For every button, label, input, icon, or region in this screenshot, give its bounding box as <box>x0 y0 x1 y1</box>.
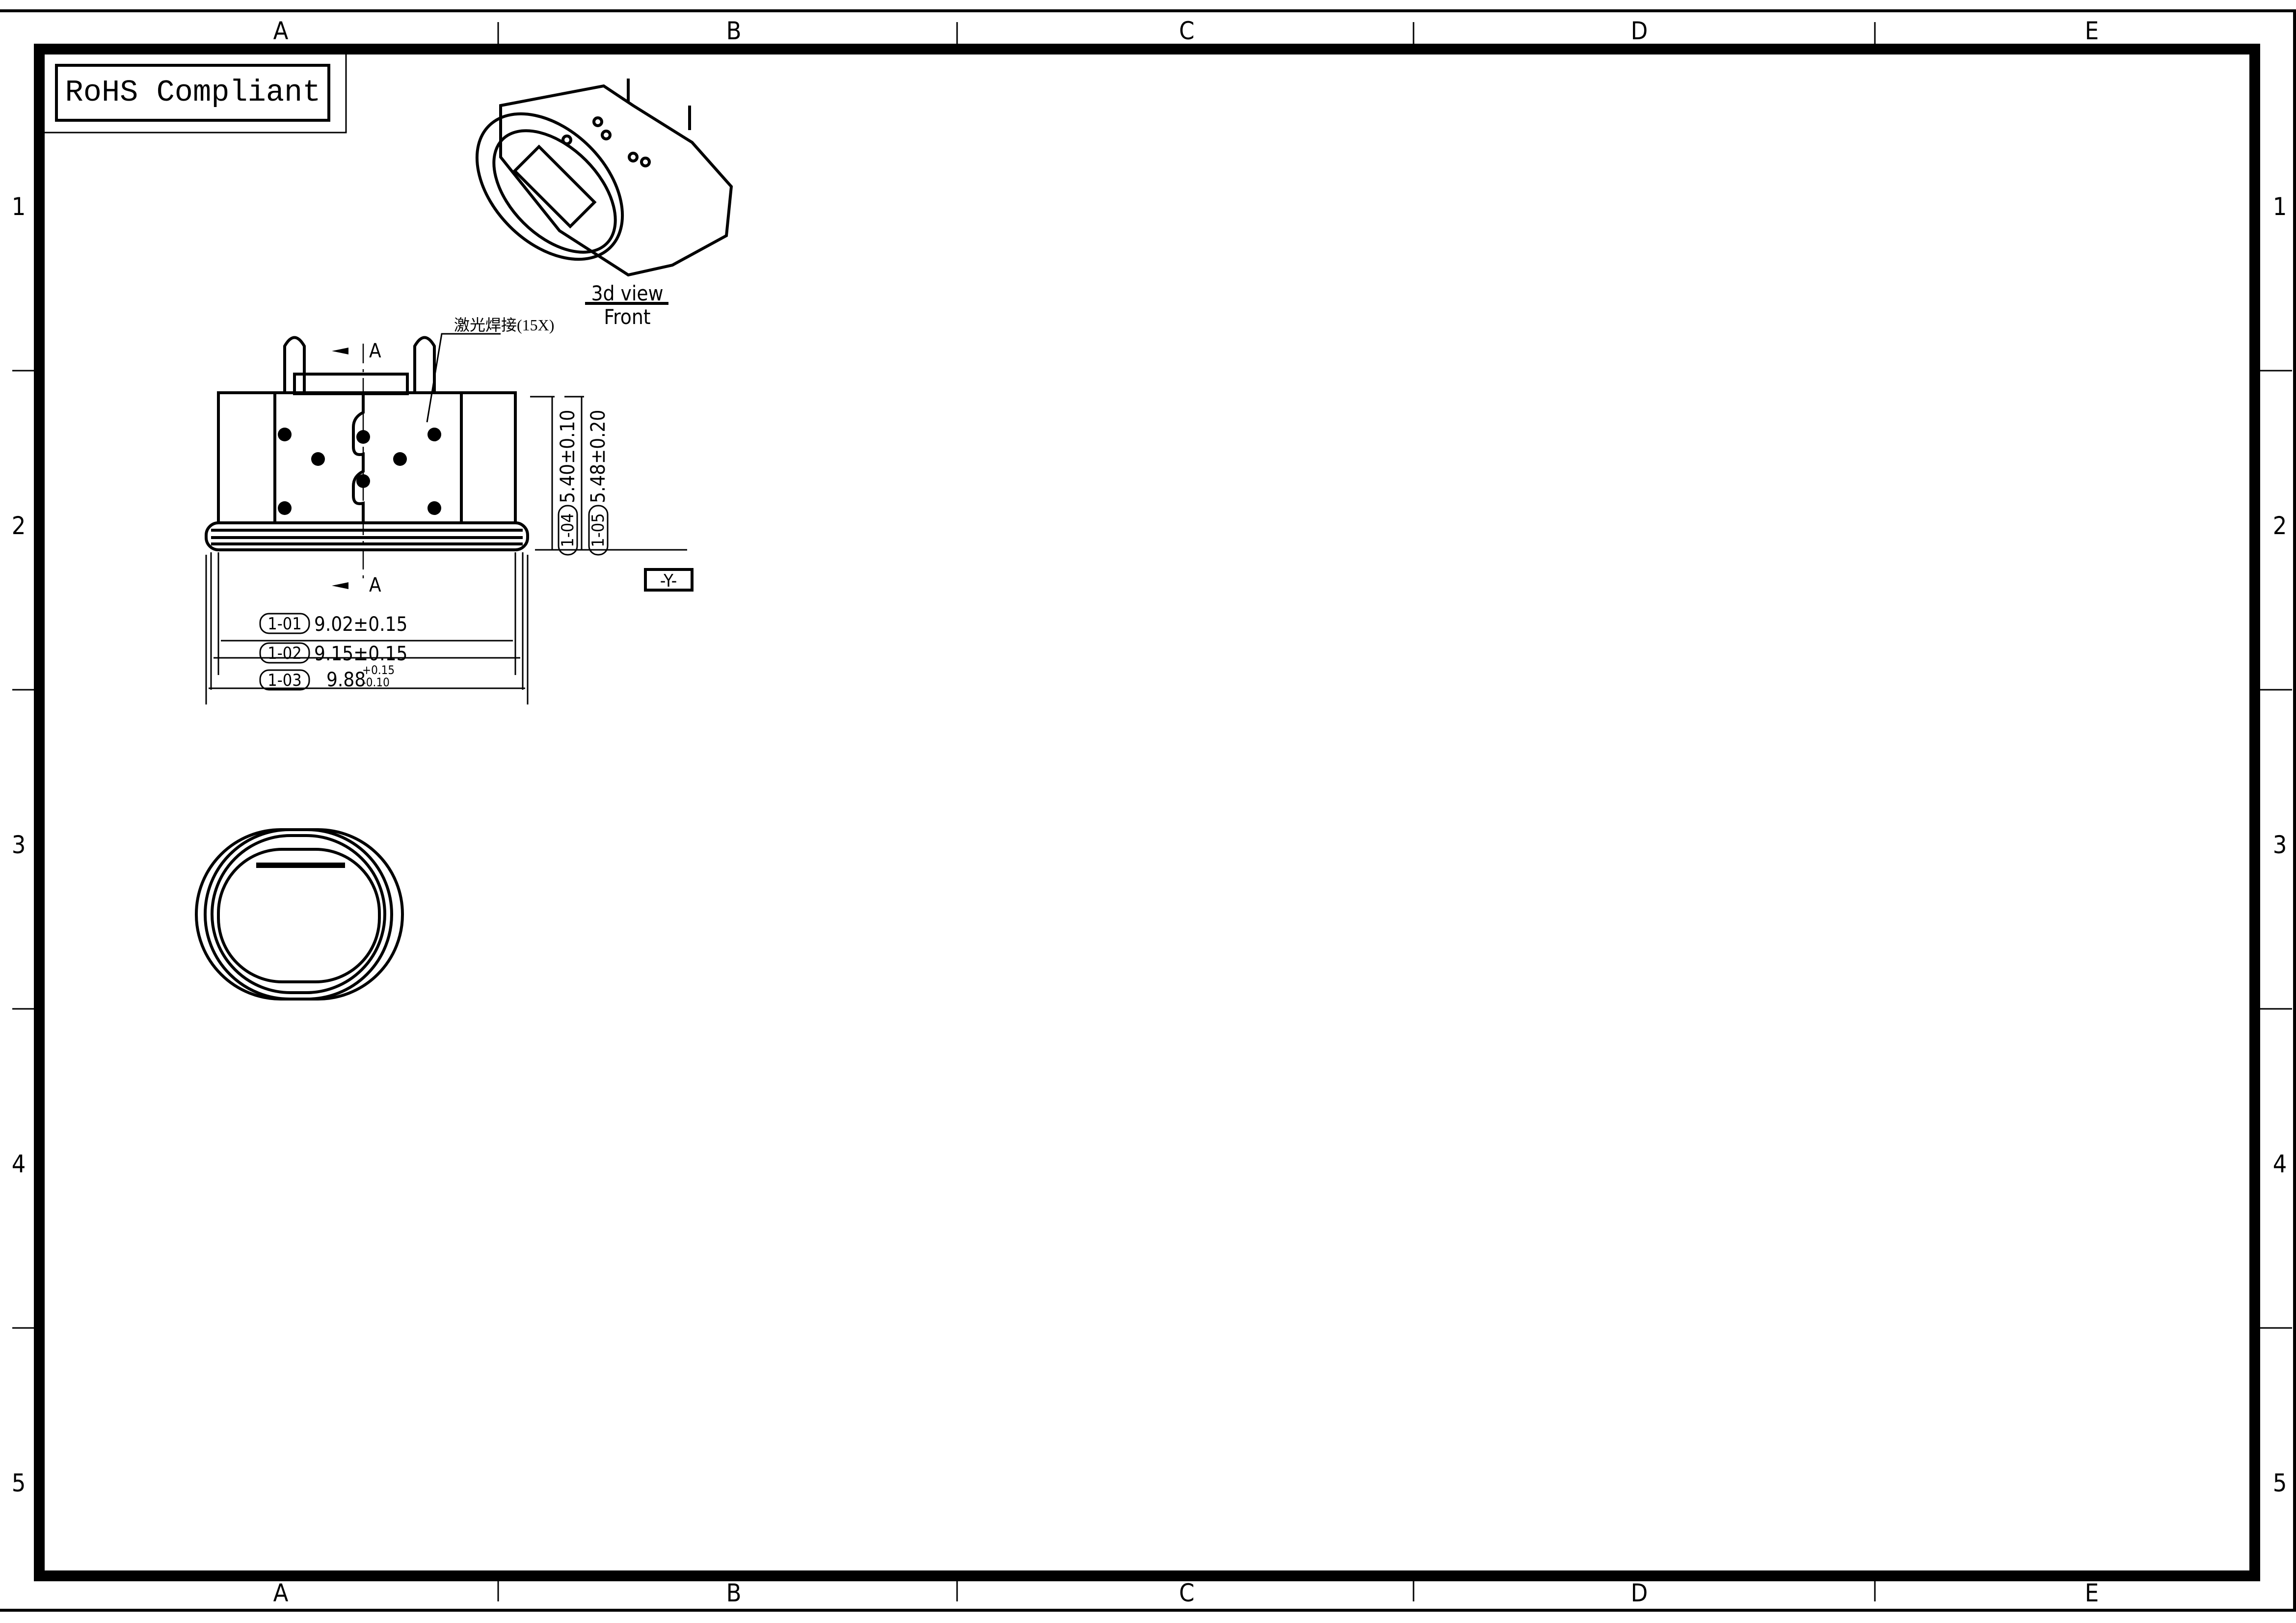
dim-1-02: 1-02 9.15±0.15 <box>259 642 407 665</box>
iso-subtitle: Front <box>604 305 650 329</box>
zone-col-top: C <box>1179 17 1194 45</box>
svg-text:1-04: 1-04 <box>558 513 578 547</box>
svg-text:+0.15: +0.15 <box>362 663 395 677</box>
datum-y: -Y- <box>660 571 677 591</box>
top-view: A A 激光焊接(15X) -Y- 1-01 9.02±0.15 1-02 9.… <box>205 316 694 704</box>
section-a-bottom: A <box>369 574 381 596</box>
zone-row-left: 5 <box>12 1469 26 1497</box>
zone-row-right: 4 <box>2273 1150 2287 1178</box>
zone-row-left: 4 <box>12 1150 26 1178</box>
zone-row-left: 1 <box>12 192 26 221</box>
zone-col-top: B <box>726 17 742 45</box>
zone-col-bottom: D <box>1631 1579 1648 1607</box>
front-view <box>195 828 404 1001</box>
iso-title: 3d view <box>591 281 663 305</box>
zone-row-right: 3 <box>2273 831 2287 859</box>
inner-frame <box>34 44 2260 1581</box>
rohs-box: RoHS Compliant <box>41 51 347 134</box>
dim-1-01: 1-01 9.02±0.15 <box>259 613 407 636</box>
zone-col-top: E <box>2085 17 2099 45</box>
svg-text:5.40±0.10: 5.40±0.10 <box>557 410 579 503</box>
dim-1-04: 1-04 5.40±0.10 <box>557 410 579 556</box>
section-a-top: A <box>369 340 381 362</box>
iso-3d-view <box>475 79 733 277</box>
zone-col-bottom: B <box>726 1579 742 1607</box>
zone-markers: A B C D E A B C D E 1 2 3 4 5 1 2 3 4 5 <box>12 17 2292 1607</box>
svg-text:5.48±0.20: 5.48±0.20 <box>587 410 610 503</box>
zone-row-right: 2 <box>2273 512 2287 540</box>
zone-col-top: D <box>1631 17 1648 45</box>
svg-text:9.02±0.15: 9.02±0.15 <box>314 613 407 636</box>
zone-col-bottom: E <box>2085 1579 2099 1607</box>
zone-row-right: 1 <box>2273 192 2287 221</box>
svg-text:1-03: 1-03 <box>267 671 301 690</box>
zone-row-left: 3 <box>12 831 26 859</box>
svg-text:1-02: 1-02 <box>267 644 301 663</box>
dim-1-05: 1-05 5.48±0.20 <box>587 410 610 556</box>
zone-row-left: 2 <box>12 512 26 540</box>
svg-text:9.88: 9.88 <box>326 669 366 691</box>
svg-text:9.15±0.15: 9.15±0.15 <box>314 643 407 665</box>
zone-col-bottom: A <box>273 1579 289 1607</box>
zone-row-right: 5 <box>2273 1469 2287 1497</box>
dim-1-03: 1-03 9.88 +0.15 -0.10 <box>259 663 395 691</box>
svg-text:1-01: 1-01 <box>267 614 301 634</box>
zone-col-top: A <box>273 17 289 45</box>
zone-col-bottom: C <box>1179 1579 1194 1607</box>
laser-weld-note: 激光焊接(15X) <box>454 316 554 334</box>
rohs-label: RoHS Compliant <box>65 75 321 110</box>
svg-text:-0.10: -0.10 <box>362 676 390 689</box>
svg-text:1-05: 1-05 <box>588 513 608 547</box>
outer-frame-line <box>0 9 2296 1612</box>
